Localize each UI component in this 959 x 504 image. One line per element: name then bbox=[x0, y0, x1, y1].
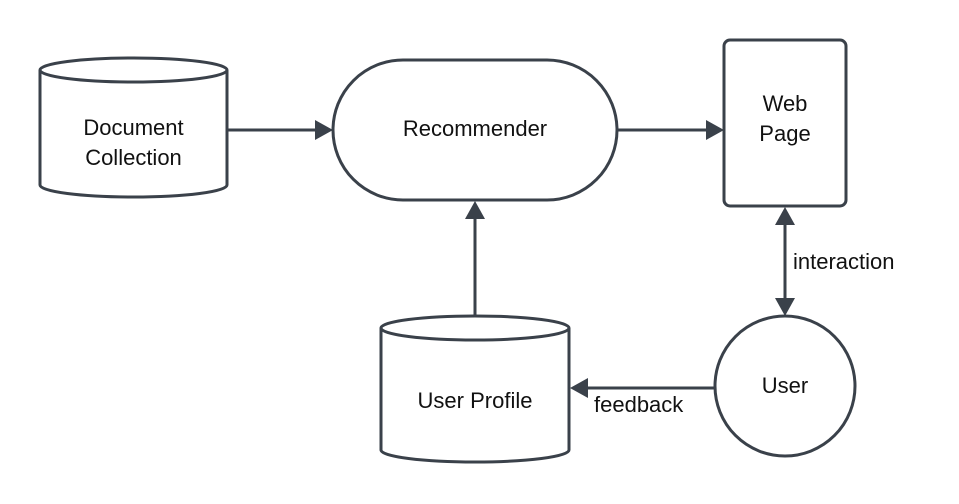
arrow-profile-to-recommender bbox=[465, 201, 485, 316]
web-page-node: Web Page bbox=[722, 38, 848, 208]
web-page-label-1: Web bbox=[763, 91, 808, 116]
user-label: User bbox=[762, 373, 808, 398]
document-collection-node: Document Collection bbox=[38, 56, 229, 199]
arrow-feedback: feedback bbox=[570, 378, 715, 417]
recommender-node: Recommender bbox=[331, 58, 619, 202]
user-node: User bbox=[713, 314, 857, 458]
interaction-label: interaction bbox=[793, 249, 895, 274]
arrow-interaction: interaction bbox=[775, 207, 895, 316]
arrow-doc-to-recommender bbox=[228, 120, 333, 140]
user-profile-label: User Profile bbox=[418, 388, 533, 413]
document-collection-label-1: Document bbox=[83, 115, 183, 140]
web-page-label-2: Page bbox=[759, 121, 810, 146]
feedback-label: feedback bbox=[594, 392, 684, 417]
document-collection-label-2: Collection bbox=[85, 145, 182, 170]
user-profile-node: User Profile bbox=[379, 314, 571, 464]
recommender-label: Recommender bbox=[403, 116, 547, 141]
arrow-recommender-to-webpage bbox=[618, 120, 724, 140]
